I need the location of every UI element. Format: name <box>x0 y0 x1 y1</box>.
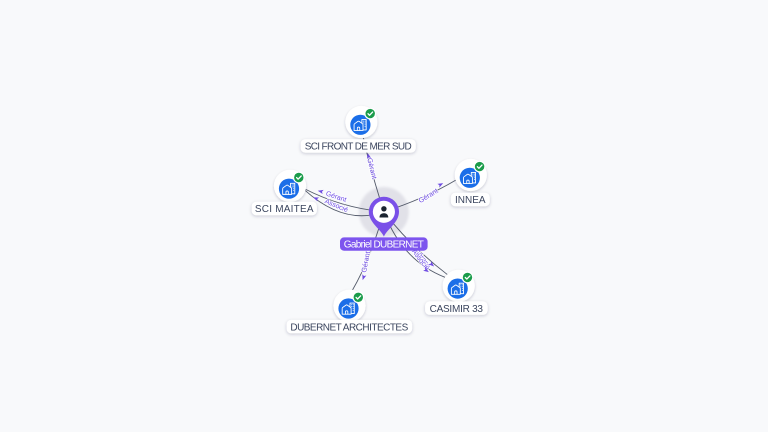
svg-text:Gabriel DUBERNET: Gabriel DUBERNET <box>344 240 424 251</box>
svg-text:SCI FRONT DE MER SUD: SCI FRONT DE MER SUD <box>305 142 412 153</box>
svg-text:CASIMIR 33: CASIMIR 33 <box>430 304 484 315</box>
svg-text:SCI MAITEA: SCI MAITEA <box>255 204 314 215</box>
svg-text:INNEA: INNEA <box>455 195 486 206</box>
svg-text:DUBERNET ARCHITECTES: DUBERNET ARCHITECTES <box>290 322 408 333</box>
